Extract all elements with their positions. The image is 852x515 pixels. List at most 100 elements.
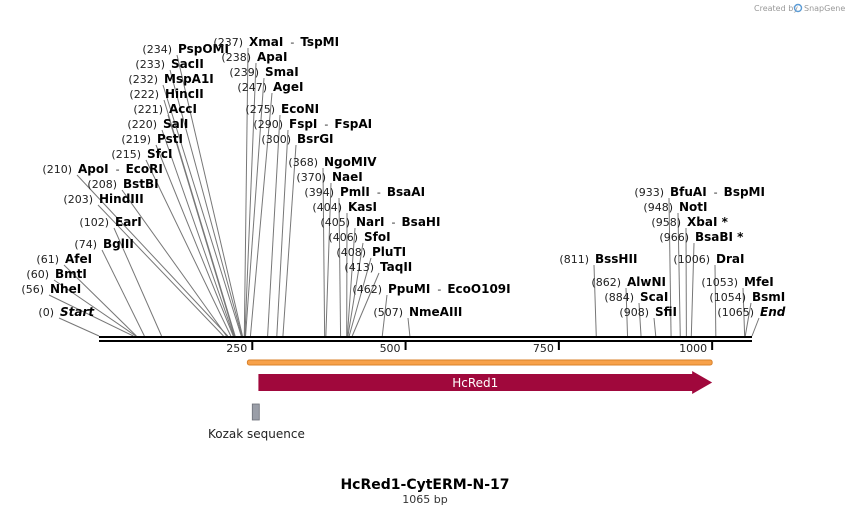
leader-smai — [245, 77, 265, 337]
site-pos-afei: (61) — [36, 253, 59, 266]
site-pos-noti: (948) — [643, 201, 673, 214]
site-name-afei[interactable]: AfeI — [65, 252, 92, 266]
site-name-smai[interactable]: SmaI — [265, 65, 299, 79]
site-name-ngomiv[interactable]: NgoMIV — [324, 155, 377, 169]
site-name-naei[interactable]: NaeI — [332, 170, 363, 184]
site-pos-agei: (247) — [237, 81, 267, 94]
site-name-pmli-bsaai[interactable]: PmlI — [340, 185, 370, 199]
site-name-hincii[interactable]: HincII — [165, 87, 204, 101]
leader-start — [58, 317, 100, 337]
site-name-nmeaiii[interactable]: NmeAIII — [409, 305, 462, 319]
site-name2-ppumi-ecoo109i[interactable]: EcoO109I — [447, 282, 510, 296]
site-name-apoi-ecori[interactable]: ApoI — [78, 162, 109, 176]
site-name-eari[interactable]: EarI — [115, 215, 142, 229]
leader-bsrgi — [282, 144, 297, 337]
site-pos-drai: (1006) — [673, 253, 710, 266]
site-name-mspa1i[interactable]: MspA1I — [164, 72, 214, 86]
site-name-sfii[interactable]: SfiI — [655, 305, 677, 319]
site-name2-fspi-fspai[interactable]: FspAI — [334, 117, 372, 131]
leader-scai — [638, 302, 642, 337]
site-pos-pspomi: (234) — [142, 43, 172, 56]
site-name-alwni[interactable]: AlwNI — [627, 275, 666, 289]
tick-1000 — [711, 342, 714, 350]
site-name-sacii[interactable]: SacII — [171, 57, 204, 71]
site-pos-bglii: (74) — [74, 238, 97, 251]
site-name-pluti[interactable]: PluTI — [372, 245, 406, 259]
orf-bar[interactable] — [246, 359, 713, 366]
site-name-xbai[interactable]: XbaI * — [687, 215, 729, 229]
site-pos-naei: (370) — [296, 171, 326, 184]
site-pos-mspa1i: (232) — [128, 73, 158, 86]
leader-sacii — [169, 69, 243, 337]
site-pos-mfei: (1053) — [701, 276, 738, 289]
site-name-fspi-fspai[interactable]: FspI — [289, 117, 317, 131]
site-pos-bsabi: (966) — [659, 231, 689, 244]
site-name-taqii[interactable]: TaqII — [380, 260, 412, 274]
site-name-pspomi[interactable]: PspOMI — [178, 42, 229, 56]
site-pos-nmeaiii: (507) — [373, 306, 403, 319]
site-pos-hindiii: (203) — [63, 193, 93, 206]
leader-ngomiv — [322, 167, 326, 337]
site-name-noti[interactable]: NotI — [679, 200, 708, 214]
site-name-scai[interactable]: ScaI — [640, 290, 668, 304]
site-name-start[interactable]: Start — [60, 305, 95, 319]
site-name-bglii[interactable]: BglII — [103, 237, 134, 251]
tick-label-500: 500 — [380, 342, 401, 355]
credit-brand: SnapGene — [804, 4, 845, 13]
tick-250 — [251, 342, 254, 350]
site-name-bsshii[interactable]: BssHII — [595, 252, 637, 266]
site-name2-bfuai-bspmi[interactable]: BspMI — [724, 185, 765, 199]
site-name-ppumi-ecoo109i[interactable]: PpuMI — [388, 282, 430, 296]
leader-xmai-tspmi — [243, 47, 249, 337]
site-name-xmai-tspmi[interactable]: XmaI — [249, 35, 283, 49]
site-pos-psti: (219) — [121, 133, 151, 146]
site-name-sali[interactable]: SalI — [163, 117, 188, 131]
site-name-end[interactable]: End — [760, 305, 786, 319]
site-name-bstbi[interactable]: BstBI — [123, 177, 159, 191]
site-name-econi[interactable]: EcoNI — [281, 102, 319, 116]
site-name-bsrgi[interactable]: BsrGI — [297, 132, 334, 146]
site-dash-bfuai-bspmi: - — [714, 186, 718, 199]
site-dash-apoi-ecori: - — [116, 163, 120, 176]
site-name2-pmli-bsaai[interactable]: BsaAI — [387, 185, 425, 199]
site-dash-pmli-bsaai: - — [377, 186, 381, 199]
site-pos-eari: (102) — [79, 216, 109, 229]
site-name-agei[interactable]: AgeI — [273, 80, 303, 94]
site-pos-kasi: (404) — [312, 201, 342, 214]
site-name-sfci[interactable]: SfcI — [147, 147, 172, 161]
site-name2-nari-bsahi[interactable]: BsaHI — [402, 215, 441, 229]
site-name-bfuai-bspmi[interactable]: BfuAI — [670, 185, 707, 199]
site-name-psti[interactable]: PstI — [157, 132, 183, 146]
site-dash-nari-bsahi: - — [392, 216, 396, 229]
site-name-sfoi[interactable]: SfoI — [364, 230, 391, 244]
leader-nmeaiii — [407, 317, 411, 337]
site-pos-nari-bsahi: (405) — [320, 216, 350, 229]
site-name2-xmai-tspmi[interactable]: TspMI — [300, 35, 339, 49]
kozak-box[interactable] — [251, 403, 260, 421]
site-name-hindiii[interactable]: HindIII — [99, 192, 144, 206]
site-name-nari-bsahi[interactable]: NarI — [356, 215, 385, 229]
leader-apai — [244, 62, 257, 337]
site-name-bsabi[interactable]: BsaBI * — [695, 230, 744, 244]
site-pos-bsmi: (1054) — [709, 291, 746, 304]
tick-label-250: 250 — [226, 342, 247, 355]
site-name-drai[interactable]: DraI — [716, 252, 744, 266]
site-name-bmti[interactable]: BmtI — [55, 267, 87, 281]
hcred1-label: HcRed1 — [452, 376, 498, 390]
site-name-nhei[interactable]: NheI — [50, 282, 81, 296]
site-name-apai[interactable]: ApaI — [257, 50, 287, 64]
site-name2-apoi-ecori[interactable]: EcoRI — [126, 162, 163, 176]
site-dash-ppumi-ecoo109i: - — [437, 283, 441, 296]
site-name-mfei[interactable]: MfeI — [744, 275, 774, 289]
hcred1-feature-arrow[interactable] — [258, 371, 713, 394]
site-name-acci[interactable]: AccI — [169, 102, 197, 116]
site-name-kasi[interactable]: KasI — [348, 200, 377, 214]
leader-bglii — [101, 249, 145, 337]
site-pos-xbai: (958) — [651, 216, 681, 229]
site-name-bsmi[interactable]: BsmI — [752, 290, 785, 304]
site-pos-sfci: (215) — [111, 148, 141, 161]
site-pos-ngomiv: (368) — [288, 156, 318, 169]
site-pos-acci: (221) — [133, 103, 163, 116]
snapgene-logo-icon — [793, 3, 803, 13]
